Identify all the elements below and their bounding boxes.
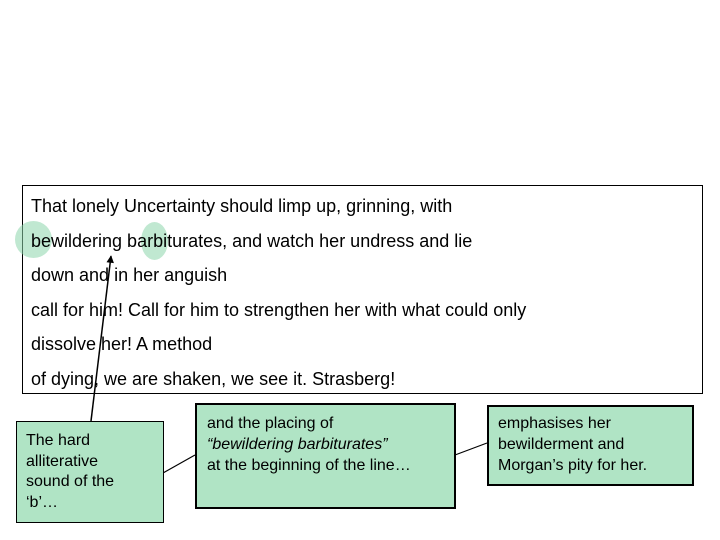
annotation-box-placement: and the placing of “bewildering barbitur…	[195, 403, 456, 509]
poem-line-2: bewildering barbiturates, and watch her …	[31, 230, 473, 251]
annotation-box-alliteration: The hard alliterative sound of the ‘b’…	[16, 421, 164, 523]
annotation-placement-line-1: and the placing of	[207, 415, 334, 432]
annotation-placement-line-3: at the beginning of the line…	[207, 457, 411, 474]
highlight-circle-bewildering	[15, 221, 52, 258]
annotation-placement-quote: “bewildering barbiturates”	[207, 436, 388, 453]
poem-line-6: of dying, we are shaken, we see it. Stra…	[31, 368, 396, 389]
highlight-circle-barbiturates	[141, 222, 168, 260]
poem-line-4: call for him! Call for him to strengthen…	[31, 299, 527, 320]
poem-line-5: dissolve her! A method	[31, 334, 213, 354]
poem-text-box	[22, 185, 703, 394]
poem-line-3: down and in her anguish	[31, 265, 228, 285]
poem-line-1: That lonely Uncertainty should limp up, …	[31, 196, 453, 216]
poem-text: That lonely Uncertainty should limp up, …	[22, 185, 703, 396]
connector-box2-box3	[454, 442, 488, 456]
connector-box1-box2	[162, 454, 196, 474]
annotation-box-effect: emphasises her bewilderment and Morgan’s…	[487, 405, 694, 486]
